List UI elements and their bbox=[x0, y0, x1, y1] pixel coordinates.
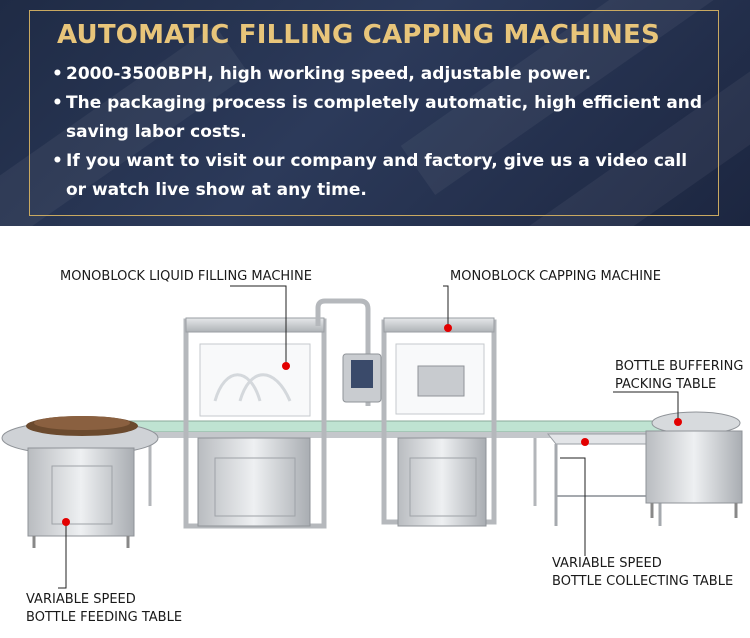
feature-item: 2000-3500BPH, high working speed, adjust… bbox=[52, 60, 712, 89]
machine-line-illustration bbox=[1, 285, 743, 589]
marker-dot bbox=[444, 324, 452, 332]
banner-frame bbox=[29, 10, 719, 216]
feature-item: The packaging process is completely auto… bbox=[52, 89, 712, 147]
label-buffering-table: BOTTLE BUFFERING PACKING TABLE bbox=[615, 359, 744, 392]
banner-title: AUTOMATIC FILLING CAPPING MACHINES bbox=[57, 20, 660, 50]
marker-dot bbox=[62, 518, 70, 526]
callout-leaders bbox=[58, 285, 679, 589]
marker-dot bbox=[581, 438, 589, 446]
buffering-table bbox=[645, 411, 743, 518]
filling-machine bbox=[183, 298, 382, 529]
label-collecting-table: VARIABLE SPEED BOTTLE COLLECTING TABLE bbox=[552, 556, 734, 589]
marker-dot bbox=[282, 362, 290, 370]
conveyor-belt bbox=[89, 420, 666, 506]
feature-item: If you want to visit our company and fac… bbox=[52, 147, 712, 205]
feeding-table bbox=[1, 416, 159, 548]
marker-dot bbox=[674, 418, 682, 426]
label-capping-machine: MONOBLOCK CAPPING MACHINE bbox=[450, 269, 661, 284]
header-banner: AUTOMATIC FILLING CAPPING MACHINES 2000-… bbox=[0, 0, 750, 226]
capping-machine bbox=[381, 317, 497, 527]
label-filling-machine: MONOBLOCK LIQUID FILLING MACHINE bbox=[60, 269, 312, 284]
feature-list: 2000-3500BPH, high working speed, adjust… bbox=[52, 60, 712, 205]
label-feeding-table: VARIABLE SPEED BOTTLE FEEDING TABLE bbox=[26, 592, 183, 625]
